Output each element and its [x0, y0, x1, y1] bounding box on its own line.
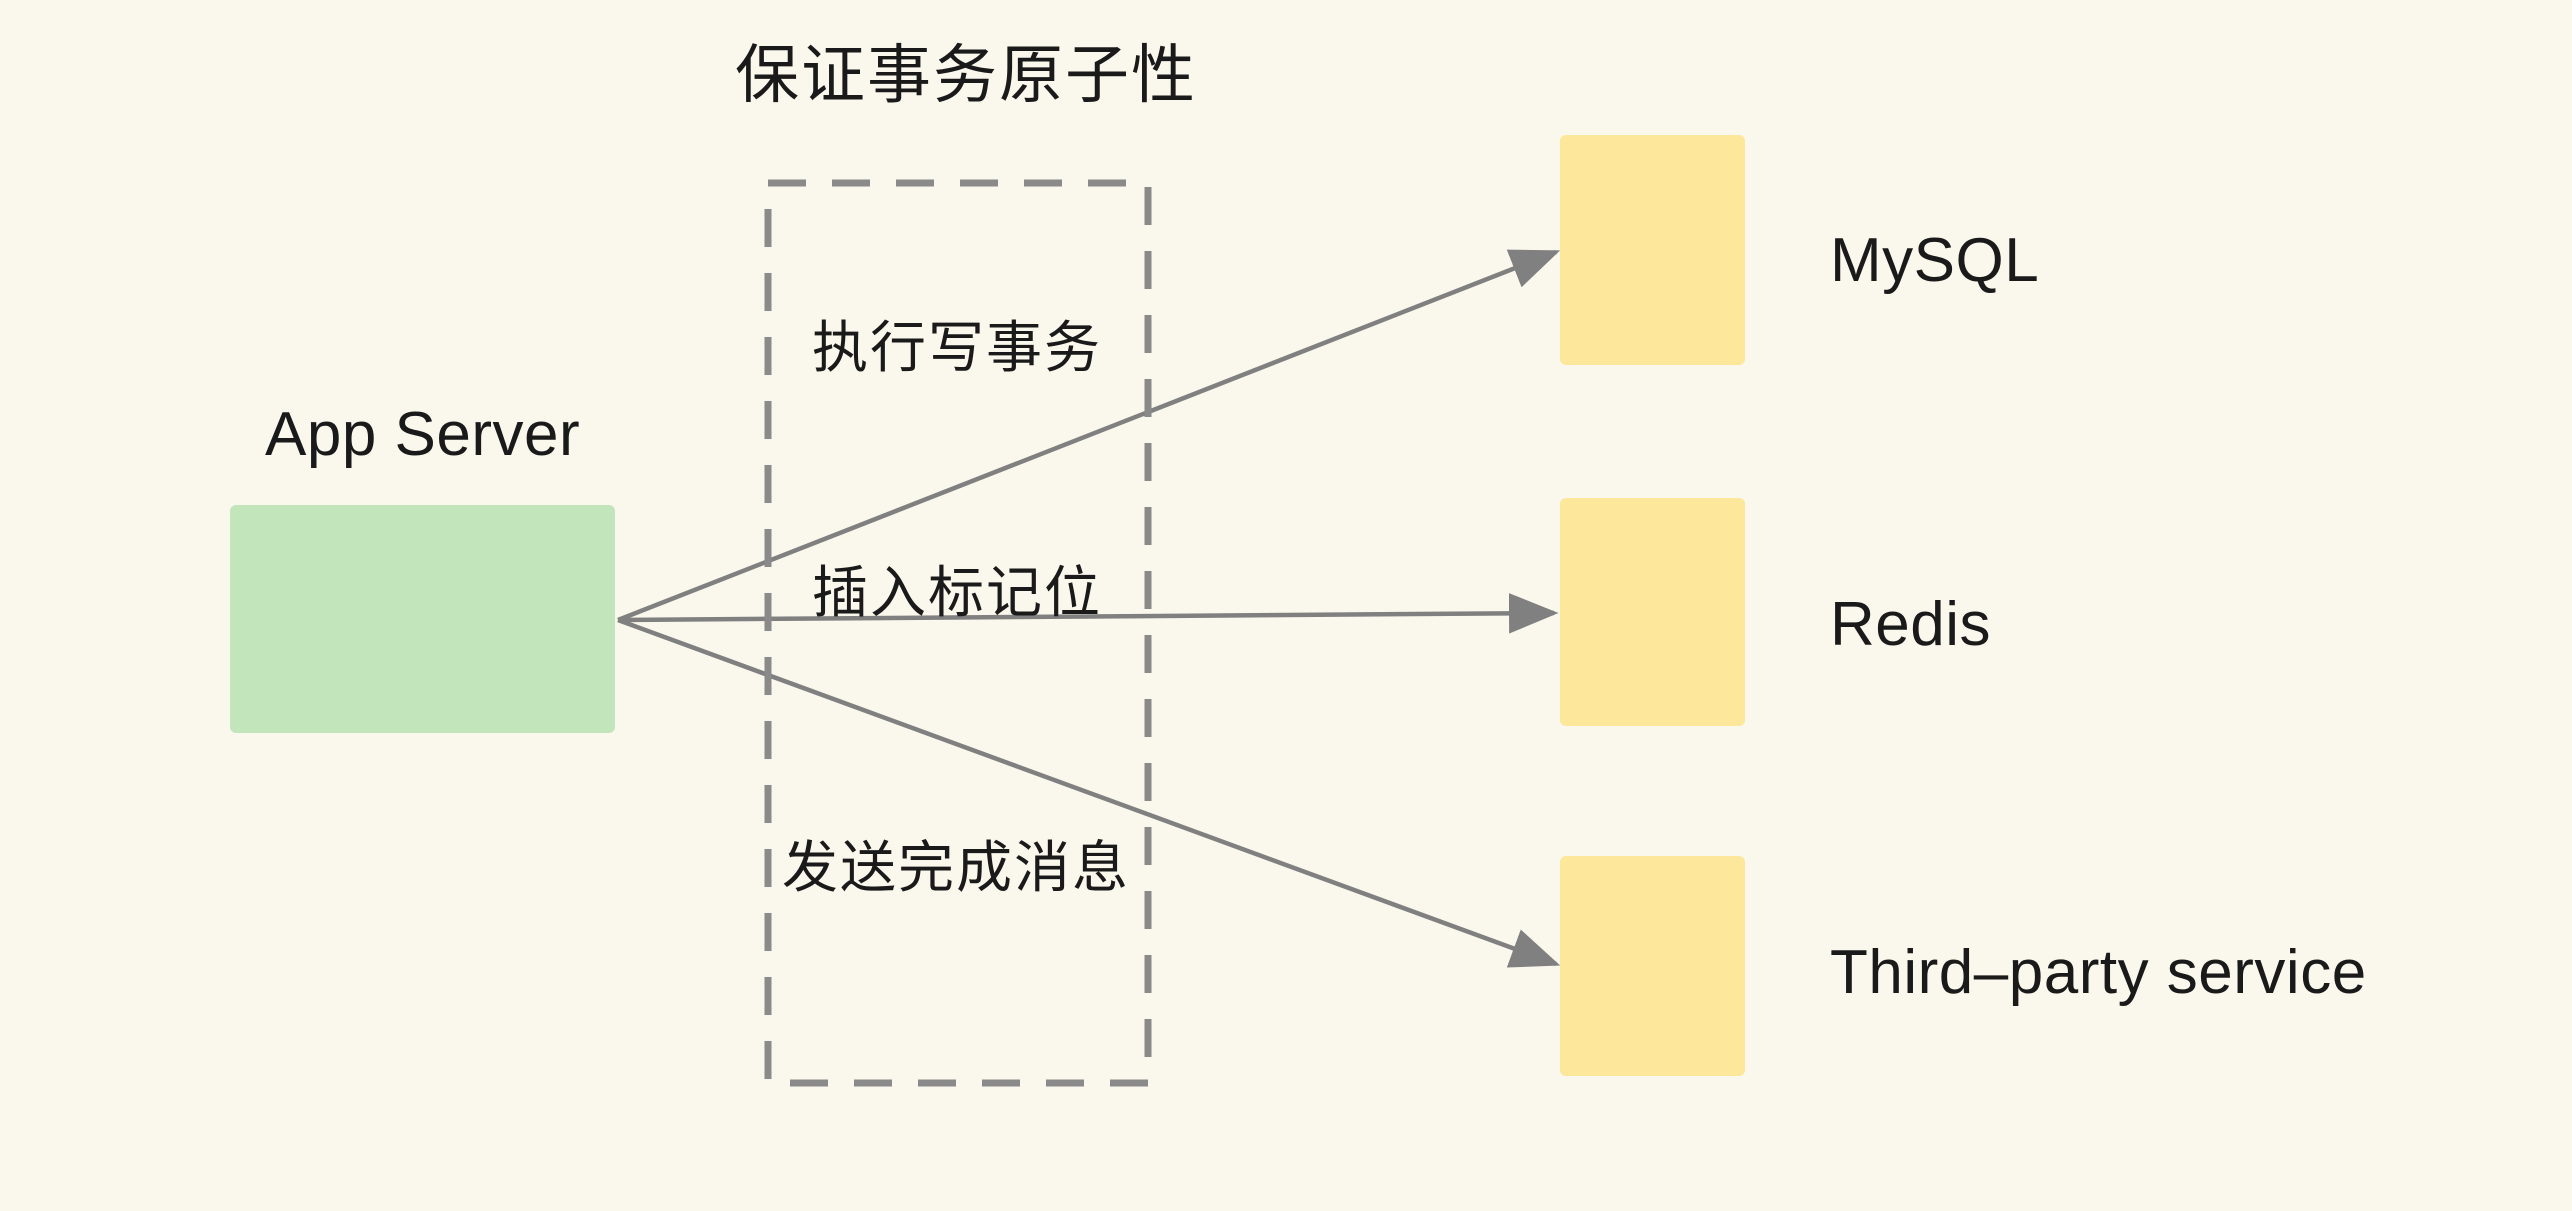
edge-label-send-completion-message: 发送完成消息	[782, 836, 1130, 899]
app-server-box[interactable]	[230, 505, 615, 733]
redis-box[interactable]	[1560, 498, 1745, 726]
mysql-label: MySQL	[1830, 226, 2040, 295]
redis-label: Redis	[1830, 590, 1992, 659]
mysql-box[interactable]	[1560, 135, 1745, 365]
edge-label-execute-write-transaction: 执行写事务	[812, 316, 1102, 379]
edge-label-insert-marker-bit: 插入标记位	[812, 561, 1102, 624]
edge-app-server-to-mysql	[617, 249, 1561, 623]
edge-app-server-to-redis	[617, 593, 1559, 634]
diagram-title: 保证事务原子性	[735, 39, 1197, 111]
app-server-label: App Server	[265, 400, 581, 469]
edge-app-server-to-third-party-service	[617, 617, 1561, 968]
third-party-service-label: Third–party service	[1830, 938, 2367, 1007]
third-party-service-box[interactable]	[1560, 856, 1745, 1076]
